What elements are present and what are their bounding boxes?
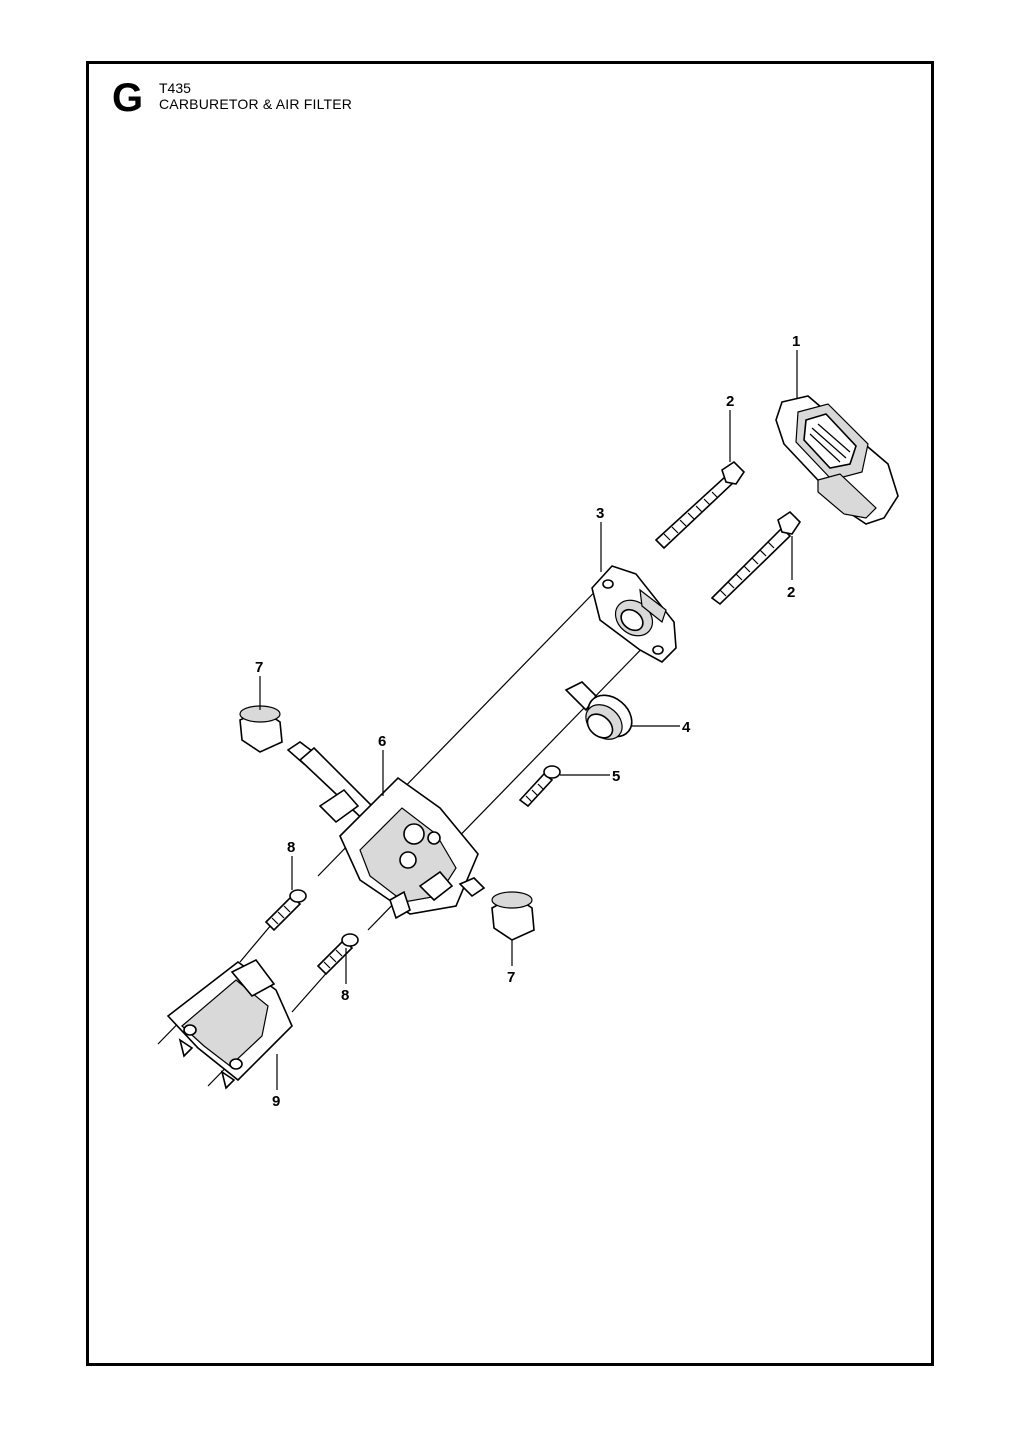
callout-4: 4 [682, 719, 691, 736]
callout-3: 3 [596, 505, 604, 522]
section-letter: G [112, 76, 144, 120]
diagram-title: CARBURETOR & AIR FILTER [159, 96, 353, 112]
callout-7-upper: 7 [255, 659, 263, 676]
part-carburetor [286, 741, 486, 920]
callout-7-lower: 7 [507, 969, 515, 986]
part-air-filter [775, 395, 899, 525]
part-bolt-upper [654, 460, 746, 550]
callout-8-upper: 8 [287, 839, 295, 856]
callout-9: 9 [272, 1093, 280, 1110]
diagram-frame [86, 61, 934, 1366]
part-intake-boot [564, 681, 633, 740]
part-bolt-8-upper [264, 889, 307, 932]
callout-1: 1 [792, 333, 800, 350]
callout-6: 6 [378, 733, 386, 750]
callout-2-lower: 2 [787, 584, 795, 601]
part-bolt-lower [710, 510, 802, 606]
part-bolt-8-lower [316, 933, 359, 976]
part-flange [591, 565, 677, 663]
part-screw [518, 765, 561, 808]
callout-2-upper: 2 [726, 393, 734, 410]
model-number: T435 [159, 80, 191, 96]
part-spacer-upper [239, 705, 283, 753]
part-intake-manifold [166, 958, 293, 1090]
callout-8-lower: 8 [341, 987, 349, 1004]
callout-5: 5 [612, 768, 620, 785]
part-spacer-lower [491, 891, 535, 941]
